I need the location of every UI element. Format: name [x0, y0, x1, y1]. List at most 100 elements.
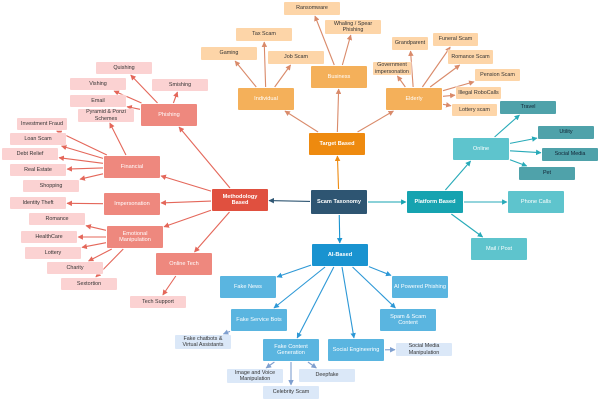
connector-ai-socialeng — [341, 266, 356, 339]
connector-business-whaling — [341, 34, 353, 66]
node-onlinetech: Online Tech — [156, 253, 212, 275]
connector-online-pet — [509, 159, 528, 167]
node-grandparent: Grandparent — [392, 37, 428, 50]
node-whaling: Whaling / Spear Phishing — [325, 20, 381, 34]
node-robocalls: Illegal RoboCalls — [456, 87, 501, 99]
connector-elderly-romancescam — [429, 64, 461, 88]
connector-financial-shopping — [79, 173, 104, 181]
node-phishing: Phishing — [141, 104, 197, 126]
connector-methodology-emotional — [163, 209, 212, 228]
node-fakenews: Fake News — [220, 276, 276, 298]
connector-financial-pyramid — [109, 122, 127, 156]
connector-fakecontent-deepfake — [307, 361, 317, 369]
node-phonecalls: Phone Calls — [508, 191, 564, 213]
node-business: Business — [311, 66, 367, 88]
connector-ai-fakenews — [276, 264, 312, 278]
connector-individual-jobscam — [274, 64, 292, 88]
connector-phishing-vishing — [113, 90, 142, 104]
connector-root-target — [334, 155, 341, 190]
connector-fakecontent-imagevoice — [265, 361, 275, 369]
connector-financial-loan — [60, 144, 104, 159]
connector-elderly-robocalls — [442, 92, 456, 99]
node-shopping: Shopping — [23, 180, 79, 192]
node-spam: Spam & Scam Content — [380, 309, 436, 331]
node-investment: Investment Fraud — [17, 118, 67, 130]
node-socialeng: Social Engineering — [328, 339, 384, 361]
node-fakecontent: Fake Content Generation — [263, 339, 319, 361]
connector-methodology-phishing — [178, 126, 231, 189]
connector-methodology-onlinetech — [194, 211, 230, 253]
node-healthcare: HealthCare — [21, 231, 77, 243]
connector-ai-spam — [352, 266, 396, 309]
node-ai: AI-Based — [312, 244, 368, 266]
connector-elderly-pension — [442, 80, 475, 92]
node-aiphishing: AI Powered Phishing — [392, 276, 448, 298]
connector-target-individual — [284, 110, 319, 133]
connector-fakebots-chatbots — [222, 329, 231, 335]
connector-target-elderly — [357, 110, 394, 133]
node-financial: Financial — [104, 156, 160, 178]
connector-onlinetech-techsupport — [162, 275, 177, 296]
node-platform: Platform Based — [407, 191, 463, 213]
node-gaming: Gaming — [201, 47, 257, 60]
connector-individual-gaming — [234, 60, 257, 88]
node-sextortion: Sextortion — [61, 278, 117, 290]
node-techsupport: Tech Support — [130, 296, 186, 308]
node-debt: Debt Relief — [2, 148, 58, 160]
connector-root-ai — [336, 214, 343, 244]
node-online: Online — [453, 138, 509, 160]
node-realestate: Real Estate — [10, 164, 66, 176]
connector-online-travel — [494, 114, 520, 138]
node-romancescam: Romance Scam — [448, 50, 493, 64]
node-deepfake: Deepfake — [299, 369, 355, 382]
node-mailpost: Mail / Post — [471, 238, 527, 260]
node-smmanip: Social Media Manipulation — [396, 343, 452, 356]
node-jobscam: Job Scam — [268, 51, 324, 64]
node-loan: Loan Scam — [10, 133, 66, 145]
node-email: Email — [70, 95, 126, 107]
node-taxscam: Tax Scam — [236, 28, 292, 41]
node-pension: Pension Scam — [475, 69, 520, 81]
node-ransomware: Ransomware — [284, 2, 340, 15]
node-lotteryscam: Lottery scam — [452, 104, 497, 116]
node-chatbots: Fake chatbots & Virtual Assistants — [175, 335, 231, 349]
node-methodology: Methodology Based — [212, 189, 268, 211]
node-travel: Travel — [500, 101, 556, 114]
node-identity: Identity Theft — [10, 197, 66, 209]
node-charity: Charity — [47, 262, 103, 274]
connector-methodology-impersonation — [160, 199, 212, 206]
connector-ai-fakecontent — [296, 266, 335, 339]
connector-emotional-charity — [88, 248, 113, 262]
node-pet: Pet — [519, 167, 575, 180]
node-elderly: Elderly — [386, 88, 442, 110]
connector-phishing-email — [126, 104, 141, 111]
connector-emotional-romance — [85, 224, 107, 231]
connector-online-utility — [509, 136, 538, 144]
node-govimp: Government impersonation — [373, 62, 411, 75]
connector-elderly-funeral — [421, 46, 451, 88]
connector-financial-realestate — [66, 166, 104, 172]
node-socialmedia: Social Media — [542, 148, 598, 161]
node-lottery: Lottery — [25, 247, 81, 259]
node-emotional: Emotional Manipulation — [107, 226, 163, 248]
connector-platform-online — [444, 160, 472, 191]
connector-business-ransomware — [314, 15, 335, 66]
connector-platform-mailpost — [451, 213, 484, 238]
node-target: Target Based — [309, 133, 365, 155]
node-smishing: Smishing — [152, 79, 208, 91]
node-pyramid: Pyramid & Ponzi Schemes — [78, 109, 134, 122]
connector-ai-fakebots — [273, 266, 326, 309]
connector-elderly-grandparent — [408, 50, 414, 88]
node-utility: Utility — [538, 126, 594, 139]
connector-methodology-financial — [160, 174, 212, 192]
node-fakebots: Fake Service Bots — [231, 309, 287, 331]
node-celebrity: Celebrity Scam — [263, 386, 319, 399]
node-funeral: Funeral Scam — [433, 33, 478, 46]
connector-root-methodology — [268, 197, 311, 204]
connector-phishing-quishing — [130, 74, 158, 104]
connector-elderly-govimp — [396, 75, 406, 88]
connector-financial-debt — [58, 155, 104, 164]
connector-individual-taxscam — [261, 41, 268, 88]
